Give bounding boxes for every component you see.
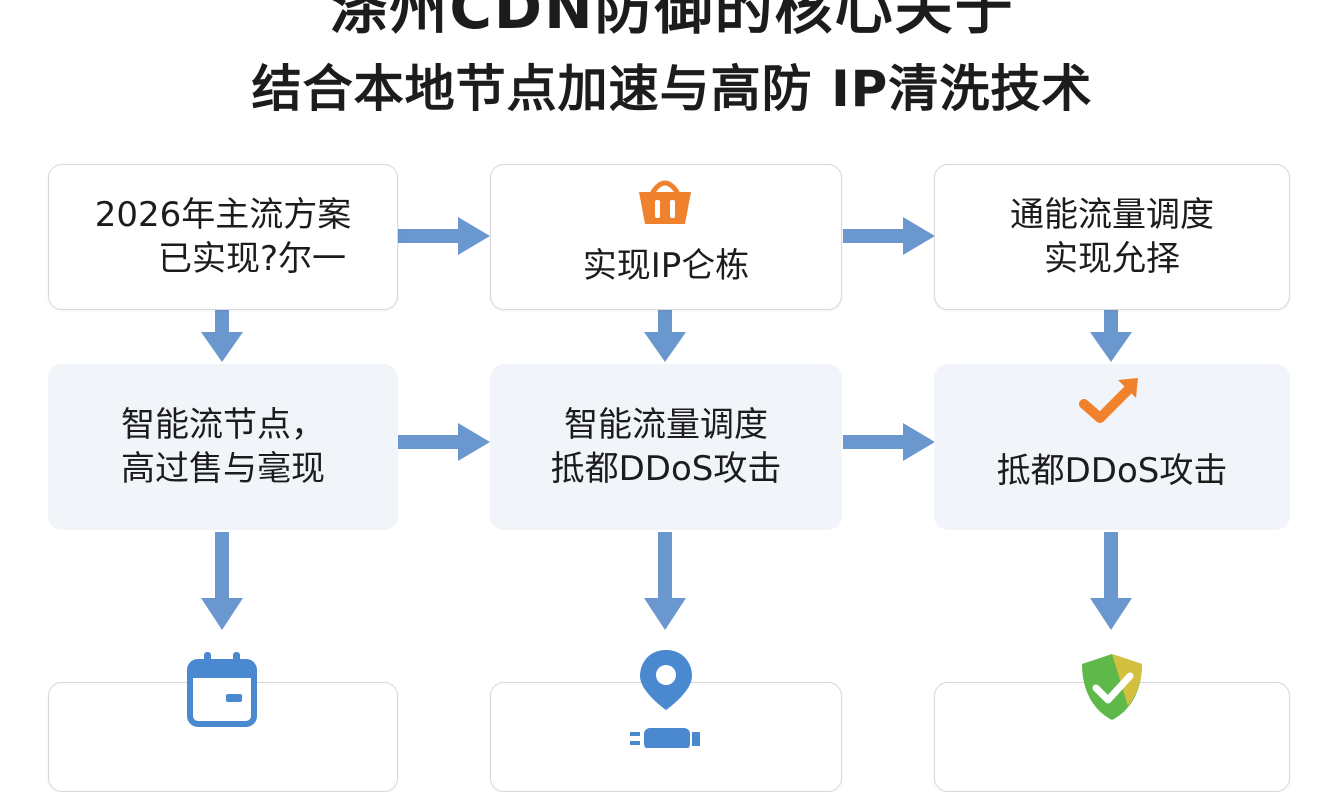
flow-node-3: 通能流量调度 实现允择 (934, 164, 1290, 310)
arrow-down-2 (644, 310, 686, 362)
basket-icon (639, 180, 691, 224)
arrow-down-6 (1090, 532, 1132, 630)
shield-check-icon (1082, 654, 1142, 720)
flow-node-4-line-2: 高过售与毫现 (121, 449, 325, 489)
flow-node-6: 抵都DDoS攻击 (934, 364, 1290, 530)
flow-node-3-line-2: 实现允择 (1044, 239, 1180, 279)
flow-node-4: 智能流节点， 高过售与毫现 (48, 364, 398, 530)
flow-node-1: 2026年主流方案 已实现?尔一 (48, 164, 398, 310)
flow-node-1-line-2: 已实现?尔一 (157, 239, 347, 279)
location-pin-icon (630, 650, 700, 748)
arrow-down-1 (201, 310, 243, 362)
flow-node-5-line-2: 抵都DDoS攻击 (550, 449, 782, 489)
flow-node-2-line-1: 实现IP仑栋 (582, 246, 750, 286)
arrow-right-3 (398, 423, 490, 461)
flow-node-1-line-1: 2026年主流方案 (94, 195, 352, 235)
arrow-right-2 (843, 217, 935, 255)
flow-node-5-line-1: 智能流量调度 (564, 405, 768, 445)
flow-node-3-line-1: 通能流量调度 (1010, 195, 1214, 235)
flow-arrows (201, 217, 1132, 630)
arrow-down-3 (1090, 310, 1132, 362)
flow-node-6-line-1: 抵都DDoS攻击 (996, 451, 1228, 491)
flow-node-2: 实现IP仑栋 (490, 164, 842, 310)
diagram-title: 涤州CDN防御的核心关于 (329, 0, 1015, 42)
flow-node-4-line-1: 智能流节点， (121, 405, 325, 445)
arrow-right-4 (843, 423, 935, 461)
arrow-down-4 (201, 532, 243, 630)
arrow-down-5 (644, 532, 686, 630)
diagram-subtitle: 结合本地节点加速与高防 IP清洗技术 (251, 60, 1093, 118)
arrow-right-1 (398, 217, 490, 255)
flow-node-5: 智能流量调度 抵都DDoS攻击 (490, 364, 842, 530)
calendar-icon (187, 652, 257, 727)
check-arrow-icon (1079, 378, 1138, 423)
